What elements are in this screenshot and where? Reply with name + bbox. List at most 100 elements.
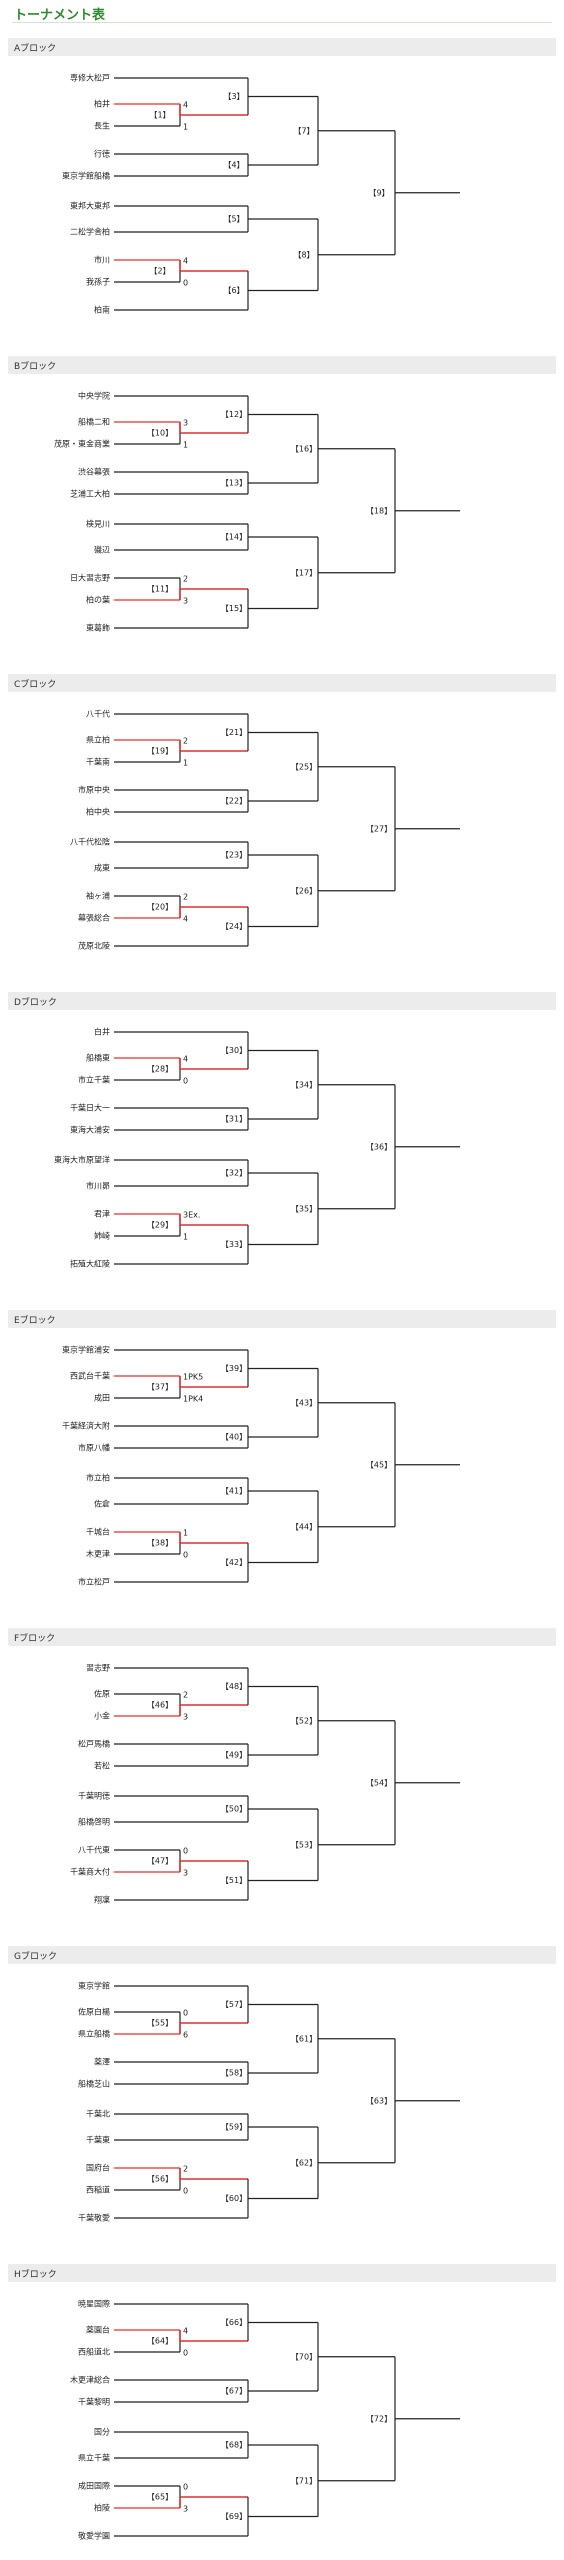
score-lower: 3 <box>183 2505 188 2514</box>
team-name: 千葉黎明 <box>78 2397 110 2407</box>
block-header: Aブロック <box>8 38 556 56</box>
score-lower: 0 <box>183 2349 188 2358</box>
score-upper: 3Ex. <box>183 1211 200 1220</box>
match-label: 【22】 <box>221 797 247 806</box>
team-name: 専修大松戸 <box>70 73 110 83</box>
match-label: 【38】 <box>147 1539 173 1548</box>
score-lower: 1 <box>183 1233 188 1242</box>
team-name: 松戸馬橋 <box>78 1739 110 1749</box>
team-name: 姉崎 <box>94 1231 110 1241</box>
team-name: 成田 <box>94 1393 110 1403</box>
match-label: 【48】 <box>221 1682 247 1691</box>
team-name: 東海大浦安 <box>70 1125 110 1135</box>
title-underline <box>12 22 552 23</box>
score-lower: 0 <box>183 279 188 288</box>
match-label: 【17】 <box>291 568 317 577</box>
team-name: 国分 <box>94 2428 110 2437</box>
match-label: 【50】 <box>221 1805 247 1814</box>
score-lower: 1 <box>183 123 188 132</box>
match-label: 【13】 <box>221 479 247 488</box>
match-label: 【10】 <box>147 429 173 438</box>
team-name: 習志野 <box>86 1663 110 1673</box>
match-label: 【67】 <box>221 2387 247 2396</box>
match-label: 【42】 <box>221 1558 247 1567</box>
match-label: 【5】 <box>223 215 244 224</box>
team-name: 船橋芝山 <box>78 2079 110 2089</box>
match-label: 【45】 <box>366 1460 392 1469</box>
team-name: 磯辺 <box>94 545 110 555</box>
team-name: 市原中央 <box>78 785 110 795</box>
team-name: 船橋啓明 <box>78 1817 110 1827</box>
team-name: 八千代東 <box>78 1845 110 1855</box>
block-name: Aブロック <box>14 44 57 54</box>
match-label: 【1】 <box>149 111 170 120</box>
match-label: 【11】 <box>147 585 173 594</box>
team-name: 渋谷幕張 <box>78 467 110 477</box>
match-label: 【72】 <box>366 2414 392 2423</box>
team-name: 県立船橋 <box>78 2029 110 2039</box>
match-label: 【25】 <box>291 762 317 771</box>
match-label: 【14】 <box>221 533 247 542</box>
team-name: 東京学館 <box>78 1981 110 1991</box>
team-name: 成田国際 <box>78 2481 110 2491</box>
team-name: 東邦大東邦 <box>70 201 110 211</box>
match-label: 【60】 <box>221 2194 247 2203</box>
team-name: 長生 <box>94 121 110 131</box>
score-lower: 3 <box>183 1713 188 1722</box>
match-label: 【52】 <box>291 1716 317 1725</box>
team-name: 日大習志野 <box>70 573 110 583</box>
score-upper: 2 <box>183 893 188 902</box>
block-name: Gブロック <box>14 1952 57 1962</box>
team-name: 茂原北陵 <box>78 941 110 951</box>
team-name: 市川 <box>94 255 110 265</box>
match-label: 【46】 <box>147 1701 173 1710</box>
team-name: 市原八幡 <box>78 1443 110 1453</box>
match-label: 【47】 <box>147 1857 173 1866</box>
team-name: 県立柏 <box>86 735 110 745</box>
score-upper: 4 <box>183 1055 188 1064</box>
match-label: 【58】 <box>221 2069 247 2078</box>
score-upper: 2 <box>183 575 188 584</box>
score-upper: 2 <box>183 737 188 746</box>
score-lower: 0 <box>183 1077 188 1086</box>
score-upper: 0 <box>183 2483 188 2492</box>
match-label: 【4】 <box>223 161 244 170</box>
team-name: 西武台千葉 <box>70 1371 110 1381</box>
match-label: 【54】 <box>366 1778 392 1787</box>
team-name: 市立千葉 <box>78 1075 110 1085</box>
score-upper: 0 <box>183 2009 188 2018</box>
match-label: 【32】 <box>221 1169 247 1178</box>
team-name: 暁星国際 <box>78 2299 110 2309</box>
match-label: 【36】 <box>366 1142 392 1151</box>
team-name: 市立柏 <box>86 1473 110 1483</box>
team-name: 芝浦工大柏 <box>70 489 110 499</box>
team-name: 薬園台 <box>86 2325 110 2335</box>
team-name: 八千代松陰 <box>70 837 110 847</box>
score-upper: 2 <box>183 2165 188 2174</box>
score-lower: 1PK4 <box>183 1395 203 1404</box>
match-label: 【65】 <box>147 2493 173 2502</box>
team-name: 佐倉 <box>94 1499 110 1509</box>
team-name: 千葉敬愛 <box>78 2213 110 2223</box>
team-name: 船橋二和 <box>78 417 110 427</box>
match-label: 【33】 <box>221 1240 247 1249</box>
match-label: 【63】 <box>366 2096 392 2105</box>
match-label: 【68】 <box>221 2441 247 2450</box>
match-label: 【49】 <box>221 1751 247 1760</box>
team-name: 千葉南 <box>86 757 110 767</box>
team-name: 木更津 <box>86 1549 110 1559</box>
score-upper: 2 <box>183 1691 188 1700</box>
match-label: 【55】 <box>147 2019 173 2028</box>
team-name: 薬澤 <box>94 2057 110 2067</box>
match-label: 【69】 <box>221 2512 247 2521</box>
team-name: 市川昴 <box>86 1181 110 1191</box>
block-header: Dブロック <box>8 992 556 1010</box>
team-name: 二松学舎柏 <box>70 227 110 237</box>
score-lower: 1 <box>183 759 188 768</box>
match-label: 【64】 <box>147 2337 173 2346</box>
match-label: 【66】 <box>221 2318 247 2327</box>
match-label: 【28】 <box>147 1065 173 1074</box>
team-name: 我孫子 <box>86 277 110 287</box>
score-upper: 0 <box>183 1847 188 1856</box>
